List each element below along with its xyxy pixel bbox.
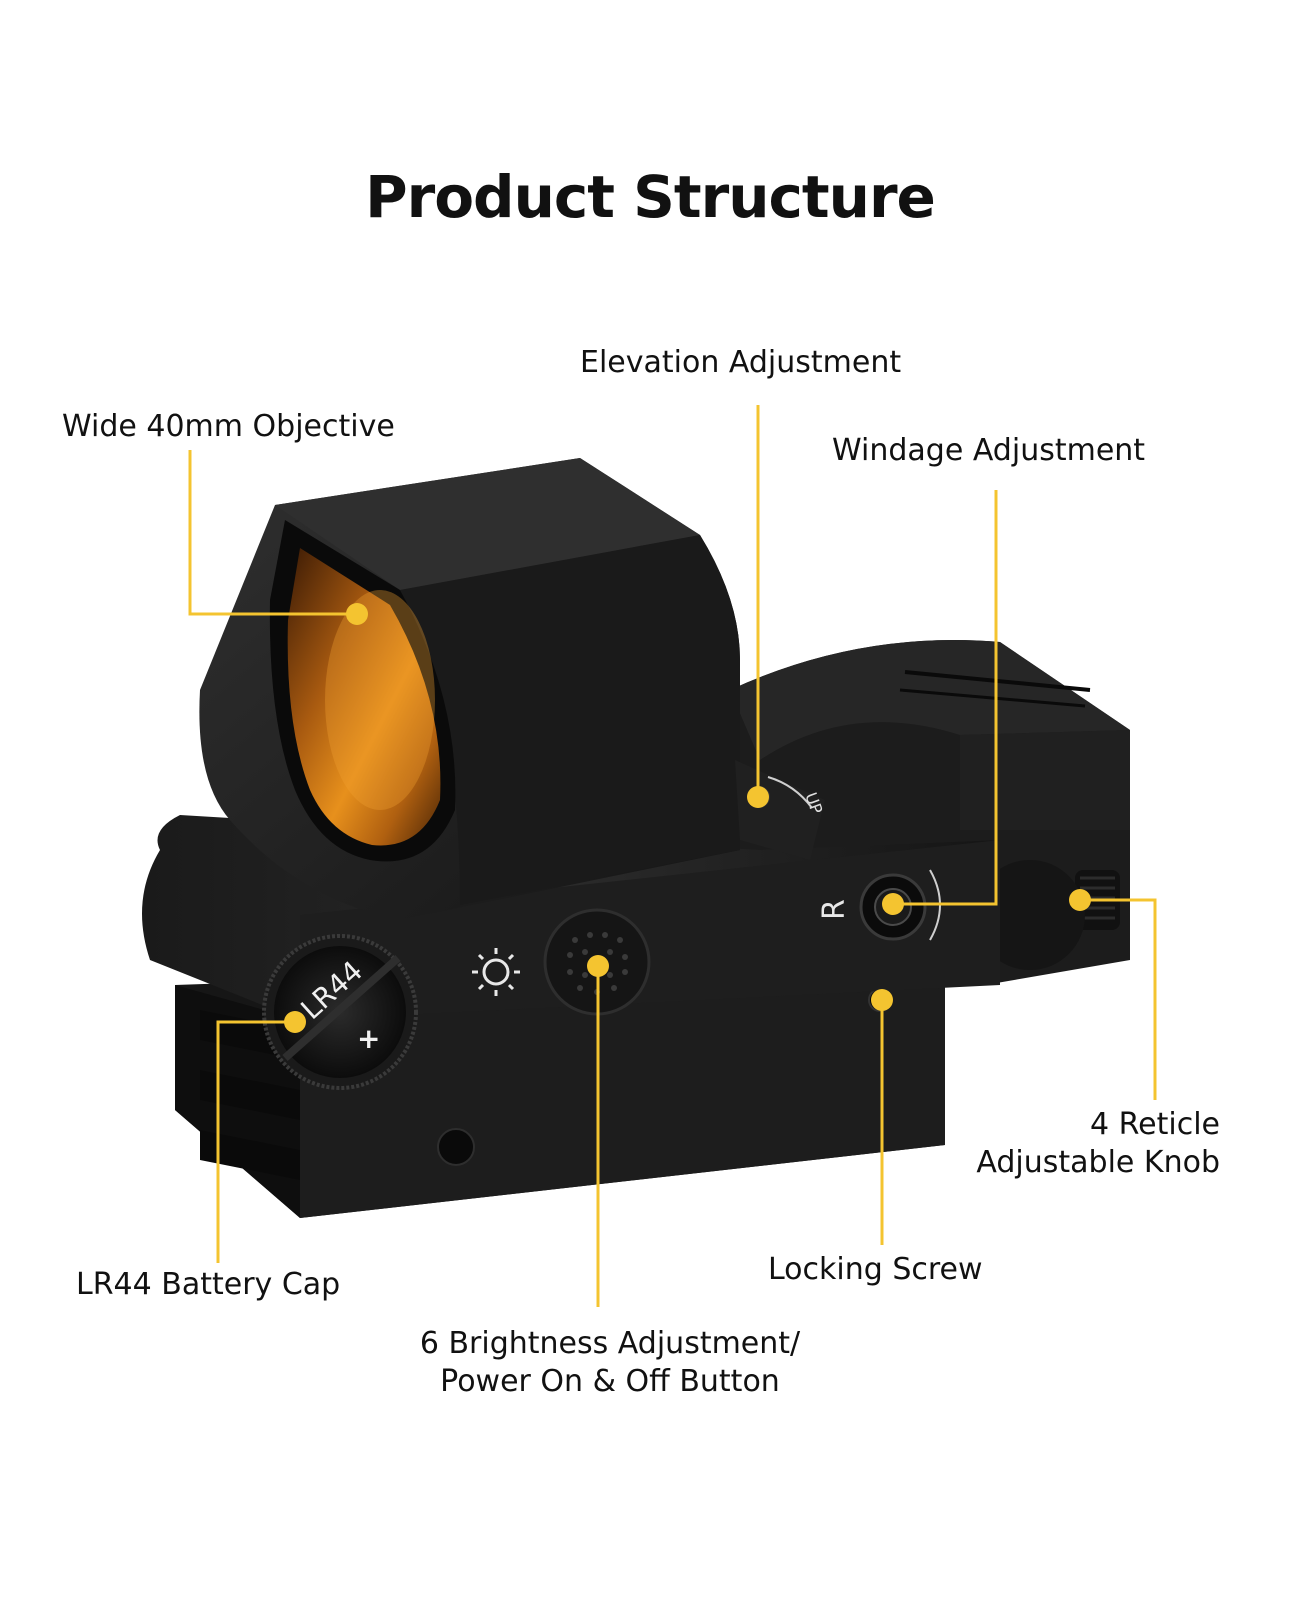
callout-dots <box>284 603 1091 1033</box>
windage-dot <box>882 893 904 915</box>
plus-marking: + <box>357 1022 380 1055</box>
locking-label: Locking Screw <box>768 1252 983 1287</box>
reticle-label-line1: 4 Reticle <box>1090 1107 1220 1142</box>
hood <box>199 458 740 920</box>
brightness-label: 6 Brightness Adjustment/ Power On & Off … <box>360 1325 860 1400</box>
windage-marking: R <box>817 899 852 920</box>
objective-leader <box>188 450 357 616</box>
battery-leader <box>216 1020 295 1263</box>
page-title: Product Structure <box>365 163 936 231</box>
objective-label: Wide 40mm Objective <box>62 409 395 444</box>
objective-lens <box>287 548 441 846</box>
brightness-label-line2: Power On & Off Button <box>440 1363 780 1399</box>
battery-label: LR44 Battery Cap <box>76 1267 341 1302</box>
battery-dot <box>284 1011 306 1033</box>
brightness-label-line1: 6 Brightness Adjustment/ <box>419 1326 801 1361</box>
windage-leader <box>893 490 998 906</box>
brightness-icon <box>472 948 520 996</box>
reticle-label-line2: Adjustable Knob <box>976 1144 1220 1180</box>
objective-dot <box>346 603 368 625</box>
leader-lines <box>188 405 1157 1307</box>
windage-label: Windage Adjustment <box>832 433 1146 468</box>
battery-cap: LR44 + <box>262 934 418 1090</box>
elevation-label: Elevation Adjustment <box>580 345 902 380</box>
brightness-dot <box>587 955 609 977</box>
elevation-dot <box>747 786 769 808</box>
locking-dot <box>871 989 893 1011</box>
reticle-leader <box>1080 898 1157 1100</box>
reticle-dot <box>1069 889 1091 911</box>
reticle-label: 4 Reticle Adjustable Knob <box>940 1106 1220 1181</box>
